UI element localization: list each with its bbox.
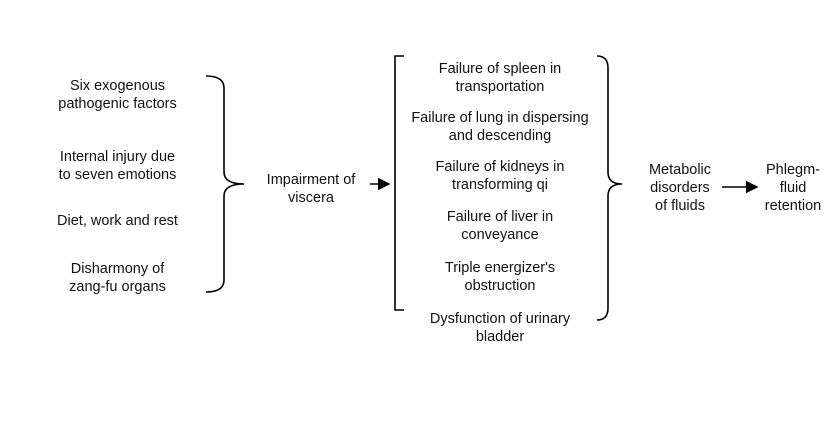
failure-lung: Failure of lung in dispersing and descen… [411, 110, 589, 144]
cause-diet-work-rest: Diet, work and rest [57, 213, 178, 229]
urinary-bladder-dysfunction: Dysfunction of urinary bladder [429, 311, 571, 345]
phlegm-fluid-retention: Phlegm- fluid retention [764, 162, 822, 214]
impairment-of-viscera: Impairment of viscera [266, 172, 356, 206]
cause-exogenous-factors: Six exogenous pathogenic factors [58, 78, 177, 112]
failure-liver: Failure of liver in conveyance [446, 209, 554, 243]
failure-kidneys: Failure of kidneys in transforming qi [435, 159, 565, 193]
failures-left-bracket [394, 55, 404, 311]
cause-zang-fu-disharmony: Disharmony of zang-fu organs [69, 261, 166, 295]
cause-internal-injury: Internal injury due to seven emotions [58, 149, 177, 183]
causes-brace [205, 75, 245, 293]
metabolic-disorders-of-fluids: Metabolic disorders of fluids [648, 162, 712, 214]
failure-spleen: Failure of spleen in transportation [438, 61, 562, 95]
triple-energizer-obstruction: Triple energizer's obstruction [444, 260, 556, 294]
failures-right-brace [596, 55, 623, 321]
